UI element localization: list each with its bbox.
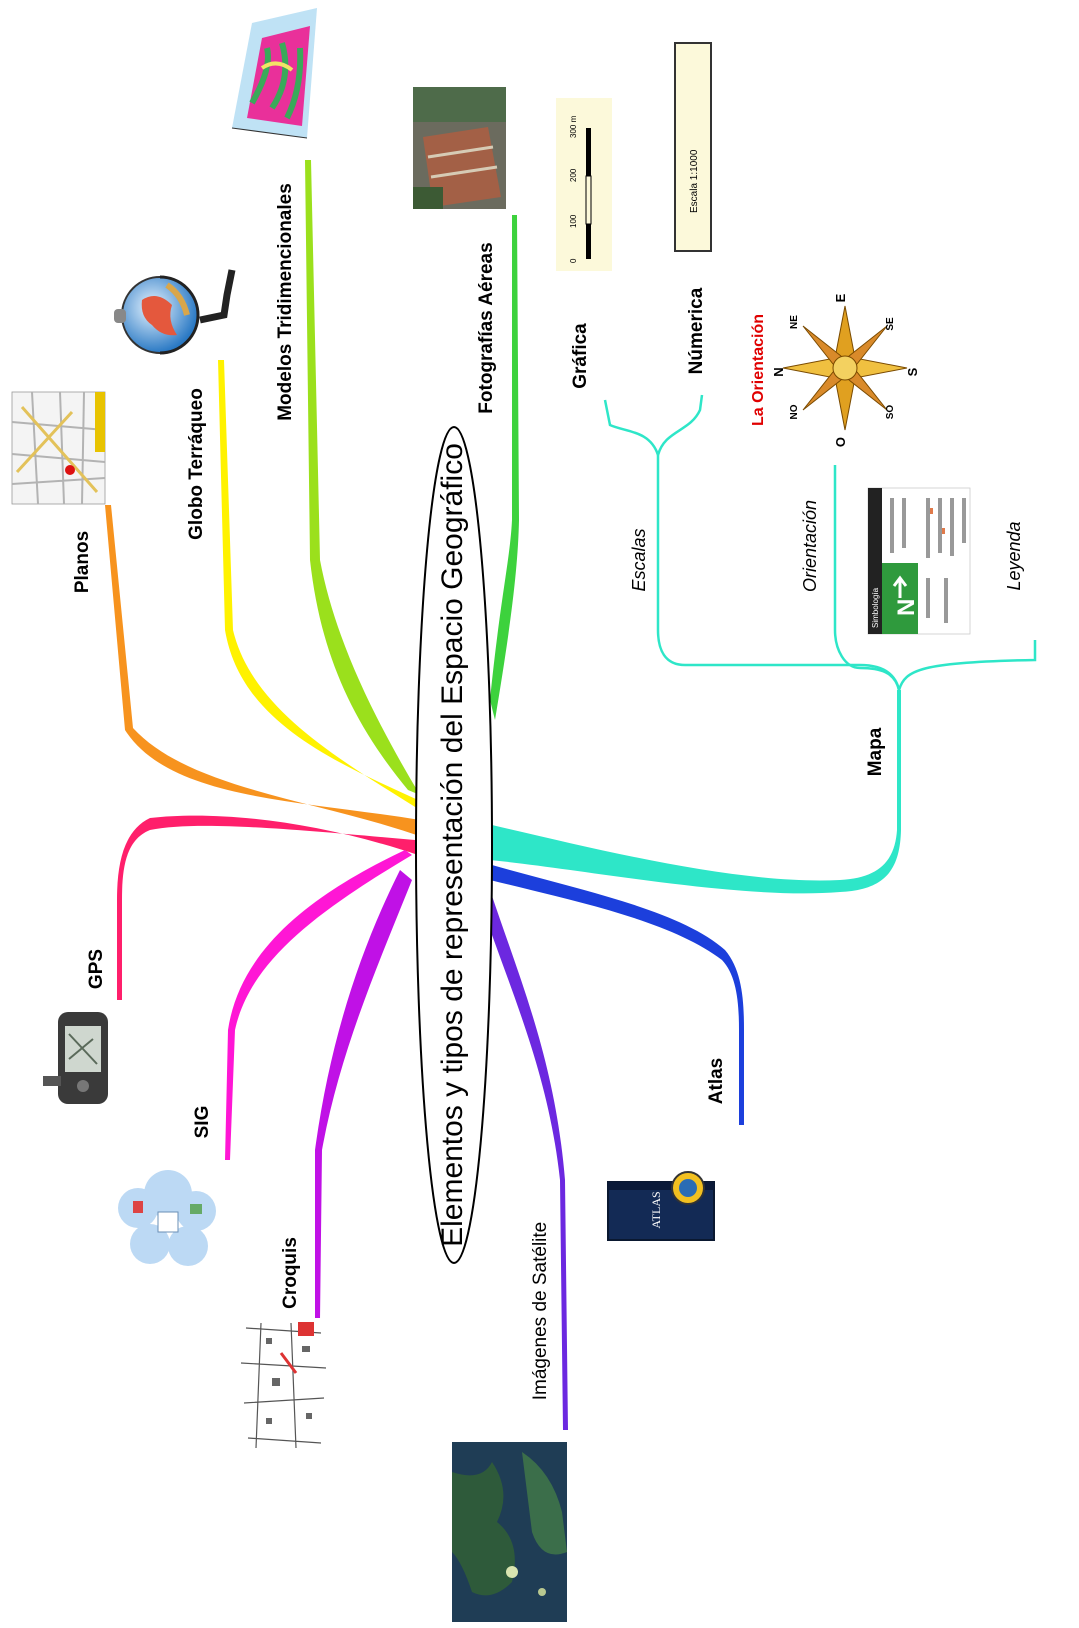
scale-tick-300: 300 m bbox=[569, 115, 578, 138]
central-title[interactable]: Elementos y tipos de representación del … bbox=[436, 443, 469, 1247]
label-globo[interactable]: Globo Terráqueo bbox=[186, 388, 207, 540]
numeric-scale-text: Escala 1:1000 bbox=[689, 149, 700, 213]
label-imagenes[interactable]: Imágenes de Satélite bbox=[530, 1222, 551, 1401]
label-mapa[interactable]: Mapa bbox=[865, 727, 886, 776]
label-gps[interactable]: GPS bbox=[86, 949, 107, 989]
aerial-photo-image bbox=[413, 87, 506, 209]
label-modelos[interactable]: Modelos Tridimencionales bbox=[275, 183, 296, 421]
label-numerica[interactable]: Númerica bbox=[686, 287, 707, 374]
compass-ne: NE bbox=[789, 315, 800, 329]
compass-title: La Orientación bbox=[750, 314, 767, 426]
scale-tick-100: 100 bbox=[569, 214, 578, 228]
globe-image bbox=[114, 269, 236, 355]
mapa-subtree bbox=[603, 394, 1037, 691]
numeric-scale-image: Escala 1:1000 bbox=[674, 42, 712, 252]
planos-map-image bbox=[11, 391, 106, 505]
label-grafica[interactable]: Gráfica bbox=[570, 323, 591, 389]
scale-tick-0: 0 bbox=[569, 258, 578, 263]
label-escalas[interactable]: Escalas bbox=[629, 528, 649, 591]
compass-e: E bbox=[833, 293, 848, 302]
label-croquis[interactable]: Croquis bbox=[280, 1237, 301, 1309]
central-node[interactable] bbox=[415, 426, 493, 1264]
legend-card-image: Simbología N bbox=[867, 487, 971, 635]
label-fotografias[interactable]: Fotografías Aéreas bbox=[476, 242, 497, 413]
label-leyenda[interactable]: Leyenda bbox=[1004, 521, 1024, 590]
legend-header: Simbología bbox=[871, 587, 880, 628]
label-planos[interactable]: Planos bbox=[72, 531, 93, 593]
compass-n: N bbox=[771, 367, 786, 376]
scale-tick-200: 200 bbox=[569, 168, 578, 182]
branch-croquis bbox=[315, 870, 412, 1320]
label-atlas[interactable]: Atlas bbox=[706, 1058, 727, 1104]
compass-s: S bbox=[905, 367, 920, 376]
compass-se: SE bbox=[885, 317, 896, 331]
compass-o: O bbox=[833, 437, 848, 447]
label-sig[interactable]: SIG bbox=[192, 1106, 213, 1139]
croquis-sketch-image bbox=[236, 1318, 331, 1453]
branch-imagenes bbox=[478, 890, 568, 1430]
branch-modelos bbox=[305, 160, 420, 795]
legend-arrow-letter: N bbox=[893, 599, 920, 616]
gps-device-image bbox=[43, 1012, 108, 1104]
compass-so: SO bbox=[885, 405, 896, 420]
branch-planos bbox=[105, 505, 425, 838]
branch-fotografias bbox=[490, 215, 519, 720]
branch-mapa bbox=[490, 690, 901, 894]
sig-diagram-image bbox=[118, 1170, 216, 1266]
atlas-book-image: ATLAS bbox=[607, 1171, 715, 1241]
branch-sig bbox=[225, 850, 412, 1160]
branch-atlas bbox=[490, 865, 744, 1125]
branch-globo bbox=[218, 360, 428, 815]
compass-no: NO bbox=[789, 404, 800, 419]
label-orientacion[interactable]: Orientación bbox=[800, 500, 820, 592]
terrain-3d-image bbox=[231, 8, 317, 139]
satellite-image bbox=[452, 1442, 567, 1622]
graphic-scale-image: 0 100 200 300 m bbox=[556, 98, 612, 271]
compass-rose-image: E S O N NE SE SO NO bbox=[771, 293, 920, 447]
atlas-book-title: ATLAS bbox=[649, 1191, 663, 1228]
